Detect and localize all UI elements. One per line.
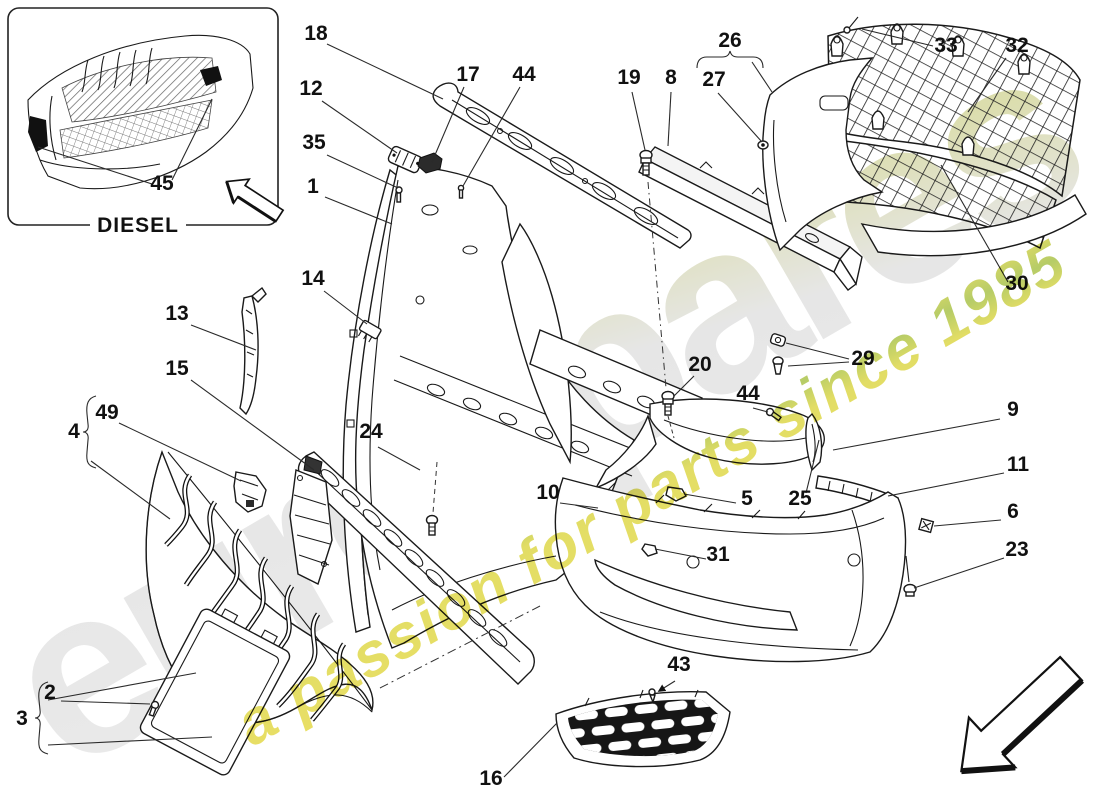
part-clip-17 bbox=[417, 152, 443, 174]
bracket-26 bbox=[696, 50, 764, 69]
callout-18: 18 bbox=[304, 22, 328, 45]
brace-4 bbox=[82, 395, 97, 469]
leader-lines bbox=[34, 28, 1009, 778]
callout-4: 4 bbox=[68, 420, 80, 443]
fastener-pair-29 bbox=[769, 333, 787, 375]
callout-44a: 44 bbox=[512, 63, 536, 86]
callout-43: 43 bbox=[667, 653, 690, 676]
fastener-screw-35 bbox=[395, 186, 403, 203]
inset-caption-diesel: DIESEL bbox=[97, 214, 179, 237]
part-license-pad bbox=[139, 608, 291, 776]
part-bumper-fascia bbox=[554, 477, 907, 663]
callout-32: 32 bbox=[1005, 34, 1028, 57]
callout-25: 25 bbox=[788, 487, 812, 510]
part-clip-31 bbox=[641, 543, 658, 557]
callout-49: 49 bbox=[95, 401, 118, 424]
callout-23: 23 bbox=[1005, 538, 1028, 561]
fastener-bolt-20 bbox=[661, 390, 675, 416]
part-clip-5 bbox=[665, 486, 687, 502]
fastener-screw-24 bbox=[425, 514, 439, 536]
part-grille-mesh bbox=[827, 23, 1081, 250]
inset-part-right bbox=[200, 66, 222, 86]
callout-31: 31 bbox=[706, 543, 730, 566]
callout-45: 45 bbox=[150, 172, 174, 195]
callout-27: 27 bbox=[702, 68, 725, 91]
direction-arrow-icon bbox=[960, 655, 1085, 775]
callout-24: 24 bbox=[359, 420, 383, 443]
grille-mounting-ears bbox=[830, 23, 1031, 156]
callout-30: 30 bbox=[1005, 272, 1028, 295]
fastener-bolt-23 bbox=[903, 555, 917, 597]
alignment-lines bbox=[379, 181, 675, 689]
inset-diesel-variant: 45 DIESEL bbox=[7, 7, 285, 237]
callout-13: 13 bbox=[165, 302, 188, 325]
callout-1: 1 bbox=[307, 175, 319, 198]
callout-14: 14 bbox=[301, 267, 325, 290]
callout-5: 5 bbox=[741, 487, 753, 510]
fastener-stud-27 bbox=[757, 140, 769, 150]
inset-bumper-sketch bbox=[27, 34, 254, 190]
fastener-screw-2 bbox=[148, 700, 160, 717]
callout-19: 19 bbox=[617, 66, 640, 89]
inset-caption-bg bbox=[90, 215, 186, 235]
callout-20: 20 bbox=[688, 353, 711, 376]
callout-8: 8 bbox=[665, 66, 677, 89]
fastener-screw-33 bbox=[843, 16, 859, 34]
callout-labels: 18 12 35 1 17 44 19 8 26 27 33 32 30 29 … bbox=[16, 22, 1029, 790]
callout-6: 6 bbox=[1007, 500, 1019, 523]
brace-3 bbox=[34, 681, 49, 755]
part-clip-14 bbox=[357, 319, 382, 343]
callout-16: 16 bbox=[479, 767, 502, 790]
fastener-screw-44a bbox=[457, 184, 465, 199]
part-bracket-49 bbox=[233, 471, 267, 513]
callout-9: 9 bbox=[1007, 398, 1019, 421]
part-fog-grille bbox=[555, 689, 731, 768]
callout-12: 12 bbox=[299, 77, 322, 100]
fastener-screw-44b bbox=[765, 407, 782, 422]
part-grille-surround bbox=[762, 57, 1087, 257]
fastener-bolt-19 bbox=[639, 149, 653, 176]
part-upper-trim-strip bbox=[432, 82, 692, 249]
part-slotted-bar bbox=[297, 451, 535, 685]
part-bracket-15 bbox=[289, 455, 333, 585]
callout-44b: 44 bbox=[736, 382, 760, 405]
fastener-screw-43 bbox=[648, 688, 656, 705]
drawing bbox=[139, 16, 1087, 776]
callout-10: 10 bbox=[536, 481, 559, 504]
callout-26: 26 bbox=[718, 29, 741, 52]
part-bracket-13 bbox=[239, 286, 267, 416]
callout-35: 35 bbox=[302, 131, 326, 154]
callout-17: 17 bbox=[456, 63, 479, 86]
inset-part-left bbox=[28, 116, 48, 152]
inset-direction-arrow-icon bbox=[225, 178, 285, 223]
callout-15: 15 bbox=[165, 357, 189, 380]
inset-leader-45 bbox=[37, 98, 213, 185]
callout-11: 11 bbox=[1007, 453, 1030, 476]
callout-33: 33 bbox=[934, 34, 957, 57]
callout-2: 2 bbox=[44, 681, 56, 704]
callout-29: 29 bbox=[851, 347, 874, 370]
part-clip-6 bbox=[918, 517, 935, 534]
callout-3: 3 bbox=[16, 707, 28, 730]
